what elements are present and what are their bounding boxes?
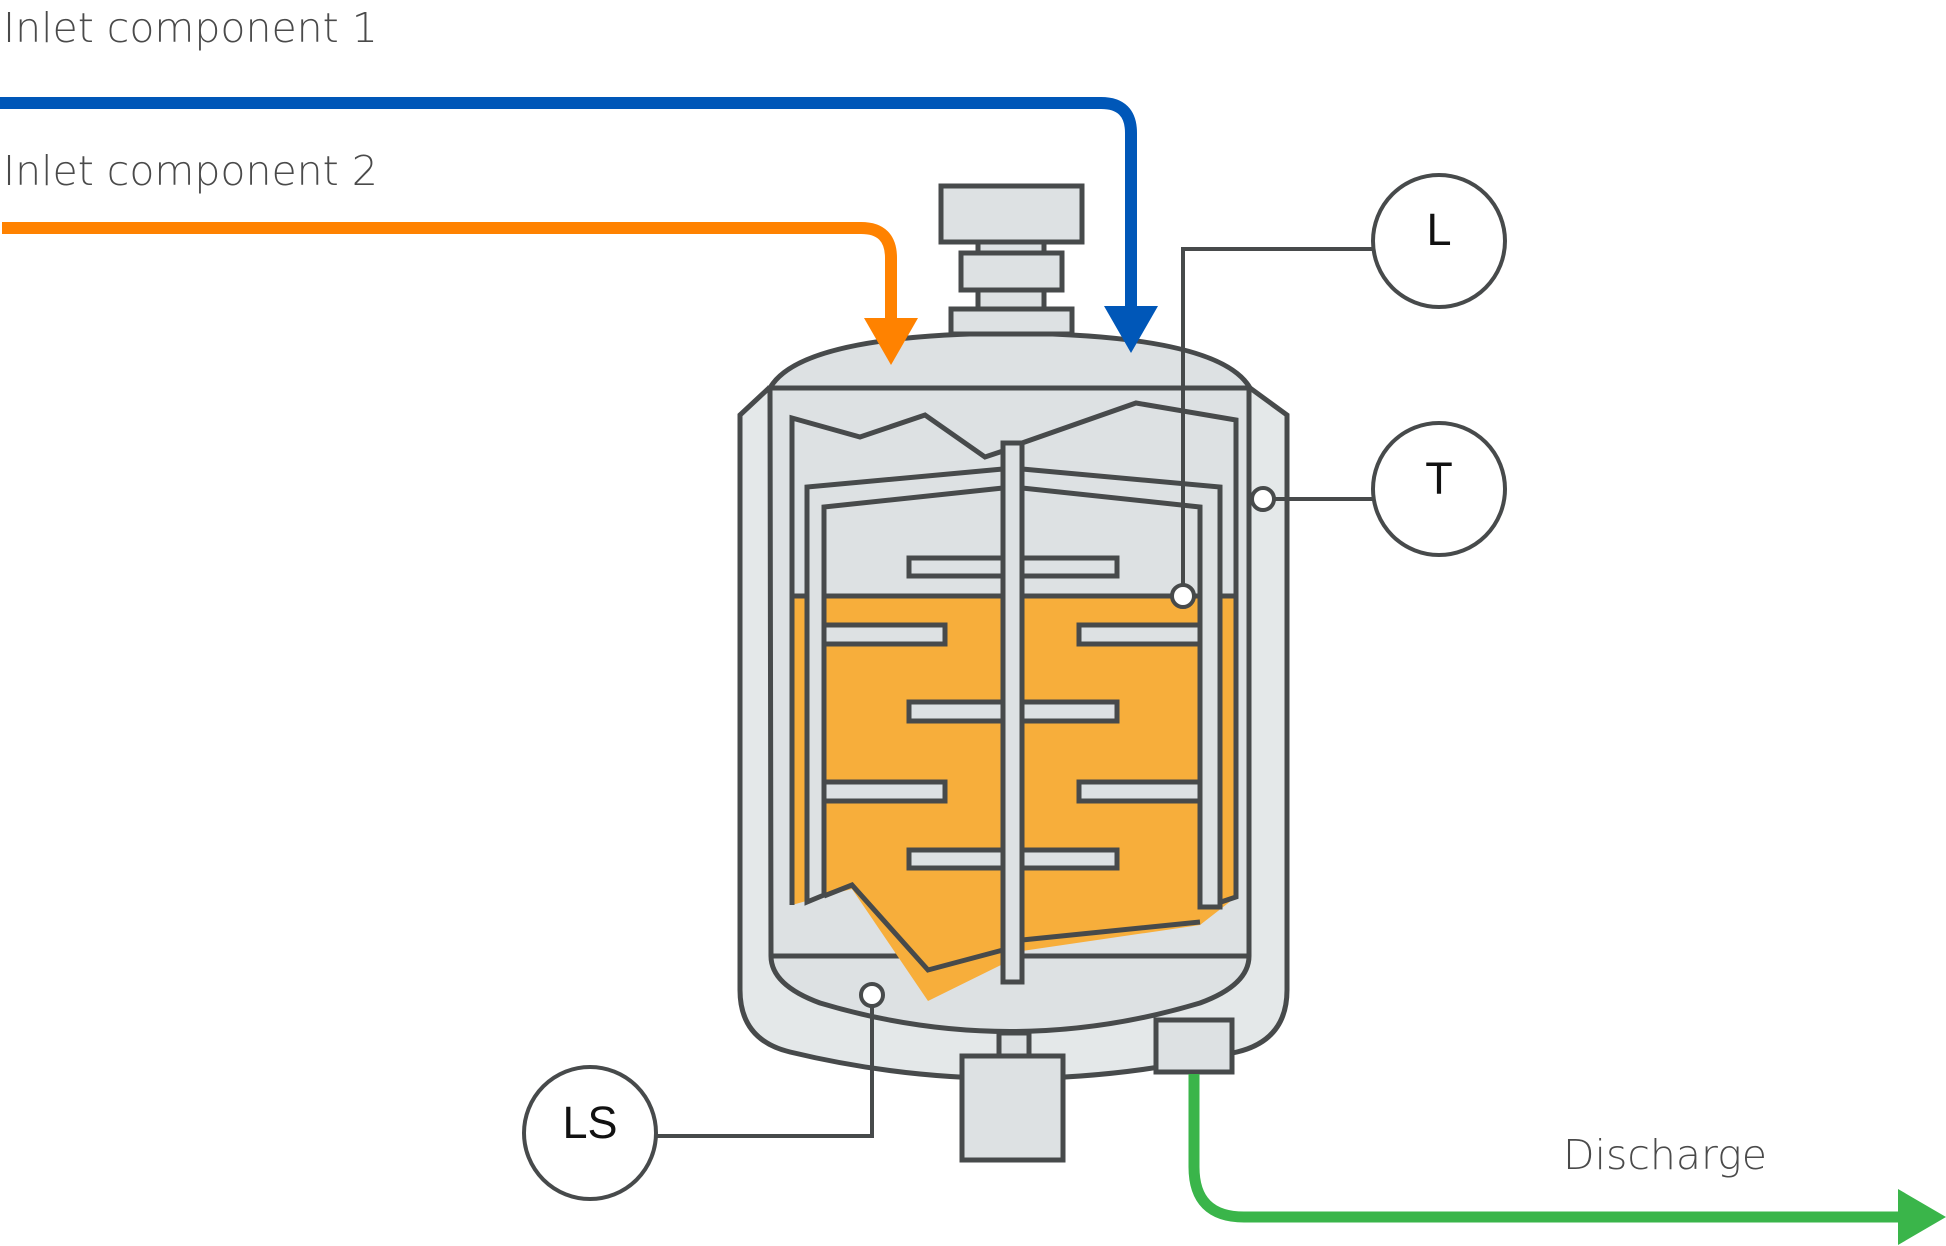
level-switch-line — [656, 1007, 874, 1138]
temperature-sensor-circle[interactable] — [1371, 421, 1507, 557]
motor-flange — [948, 306, 1075, 337]
inlet-2-pipe — [2, 222, 897, 322]
level-switch-circle[interactable] — [522, 1065, 658, 1201]
blade — [906, 699, 1006, 724]
motor-housing — [938, 183, 1085, 245]
vessel-dome — [765, 330, 1255, 391]
agitator-frame-right — [1021, 466, 1223, 910]
bottom-drive-box — [959, 1053, 1066, 1163]
level-sensor-line — [1181, 247, 1373, 584]
temperature-sensor-label: T — [1425, 453, 1453, 504]
level-switch-label: LS — [562, 1097, 617, 1148]
cutaway-liner-right — [1021, 400, 1239, 906]
impeller-blades — [821, 555, 1203, 871]
inlet-2-arrow — [864, 318, 918, 365]
discharge-arrow — [1898, 1189, 1946, 1245]
discharge-label: Discharge — [1563, 1131, 1767, 1179]
blade — [1076, 779, 1203, 804]
motor-assembly — [938, 183, 1085, 337]
cutaway-liner — [789, 412, 1004, 905]
blade — [906, 555, 1006, 579]
level-switch-probe — [859, 982, 885, 1008]
cutaway-bottom-edge — [823, 882, 1201, 973]
blade — [1019, 555, 1120, 579]
agitator-shaft — [1000, 440, 1025, 985]
inlet-1-arrow — [1104, 306, 1158, 353]
blade — [1019, 847, 1120, 871]
discharge-pipe — [1188, 1074, 1902, 1223]
blade — [906, 847, 1006, 871]
inlet-1-label: Inlet component 1 — [3, 4, 378, 52]
blade — [821, 622, 948, 647]
temperature-probe — [1250, 486, 1276, 512]
inlet-2-label: Inlet component 2 — [3, 147, 378, 195]
agitator-frame-left — [804, 466, 1004, 906]
inlet-1-pipe — [0, 97, 1137, 310]
gearbox — [958, 250, 1065, 293]
blade — [1019, 699, 1120, 724]
blade — [1076, 622, 1203, 647]
discharge-outlet — [1153, 1017, 1235, 1075]
level-sensor-circle[interactable] — [1371, 173, 1507, 309]
blade — [821, 779, 948, 804]
level-sensor-label: L — [1426, 204, 1451, 255]
level-probe — [1170, 583, 1196, 609]
